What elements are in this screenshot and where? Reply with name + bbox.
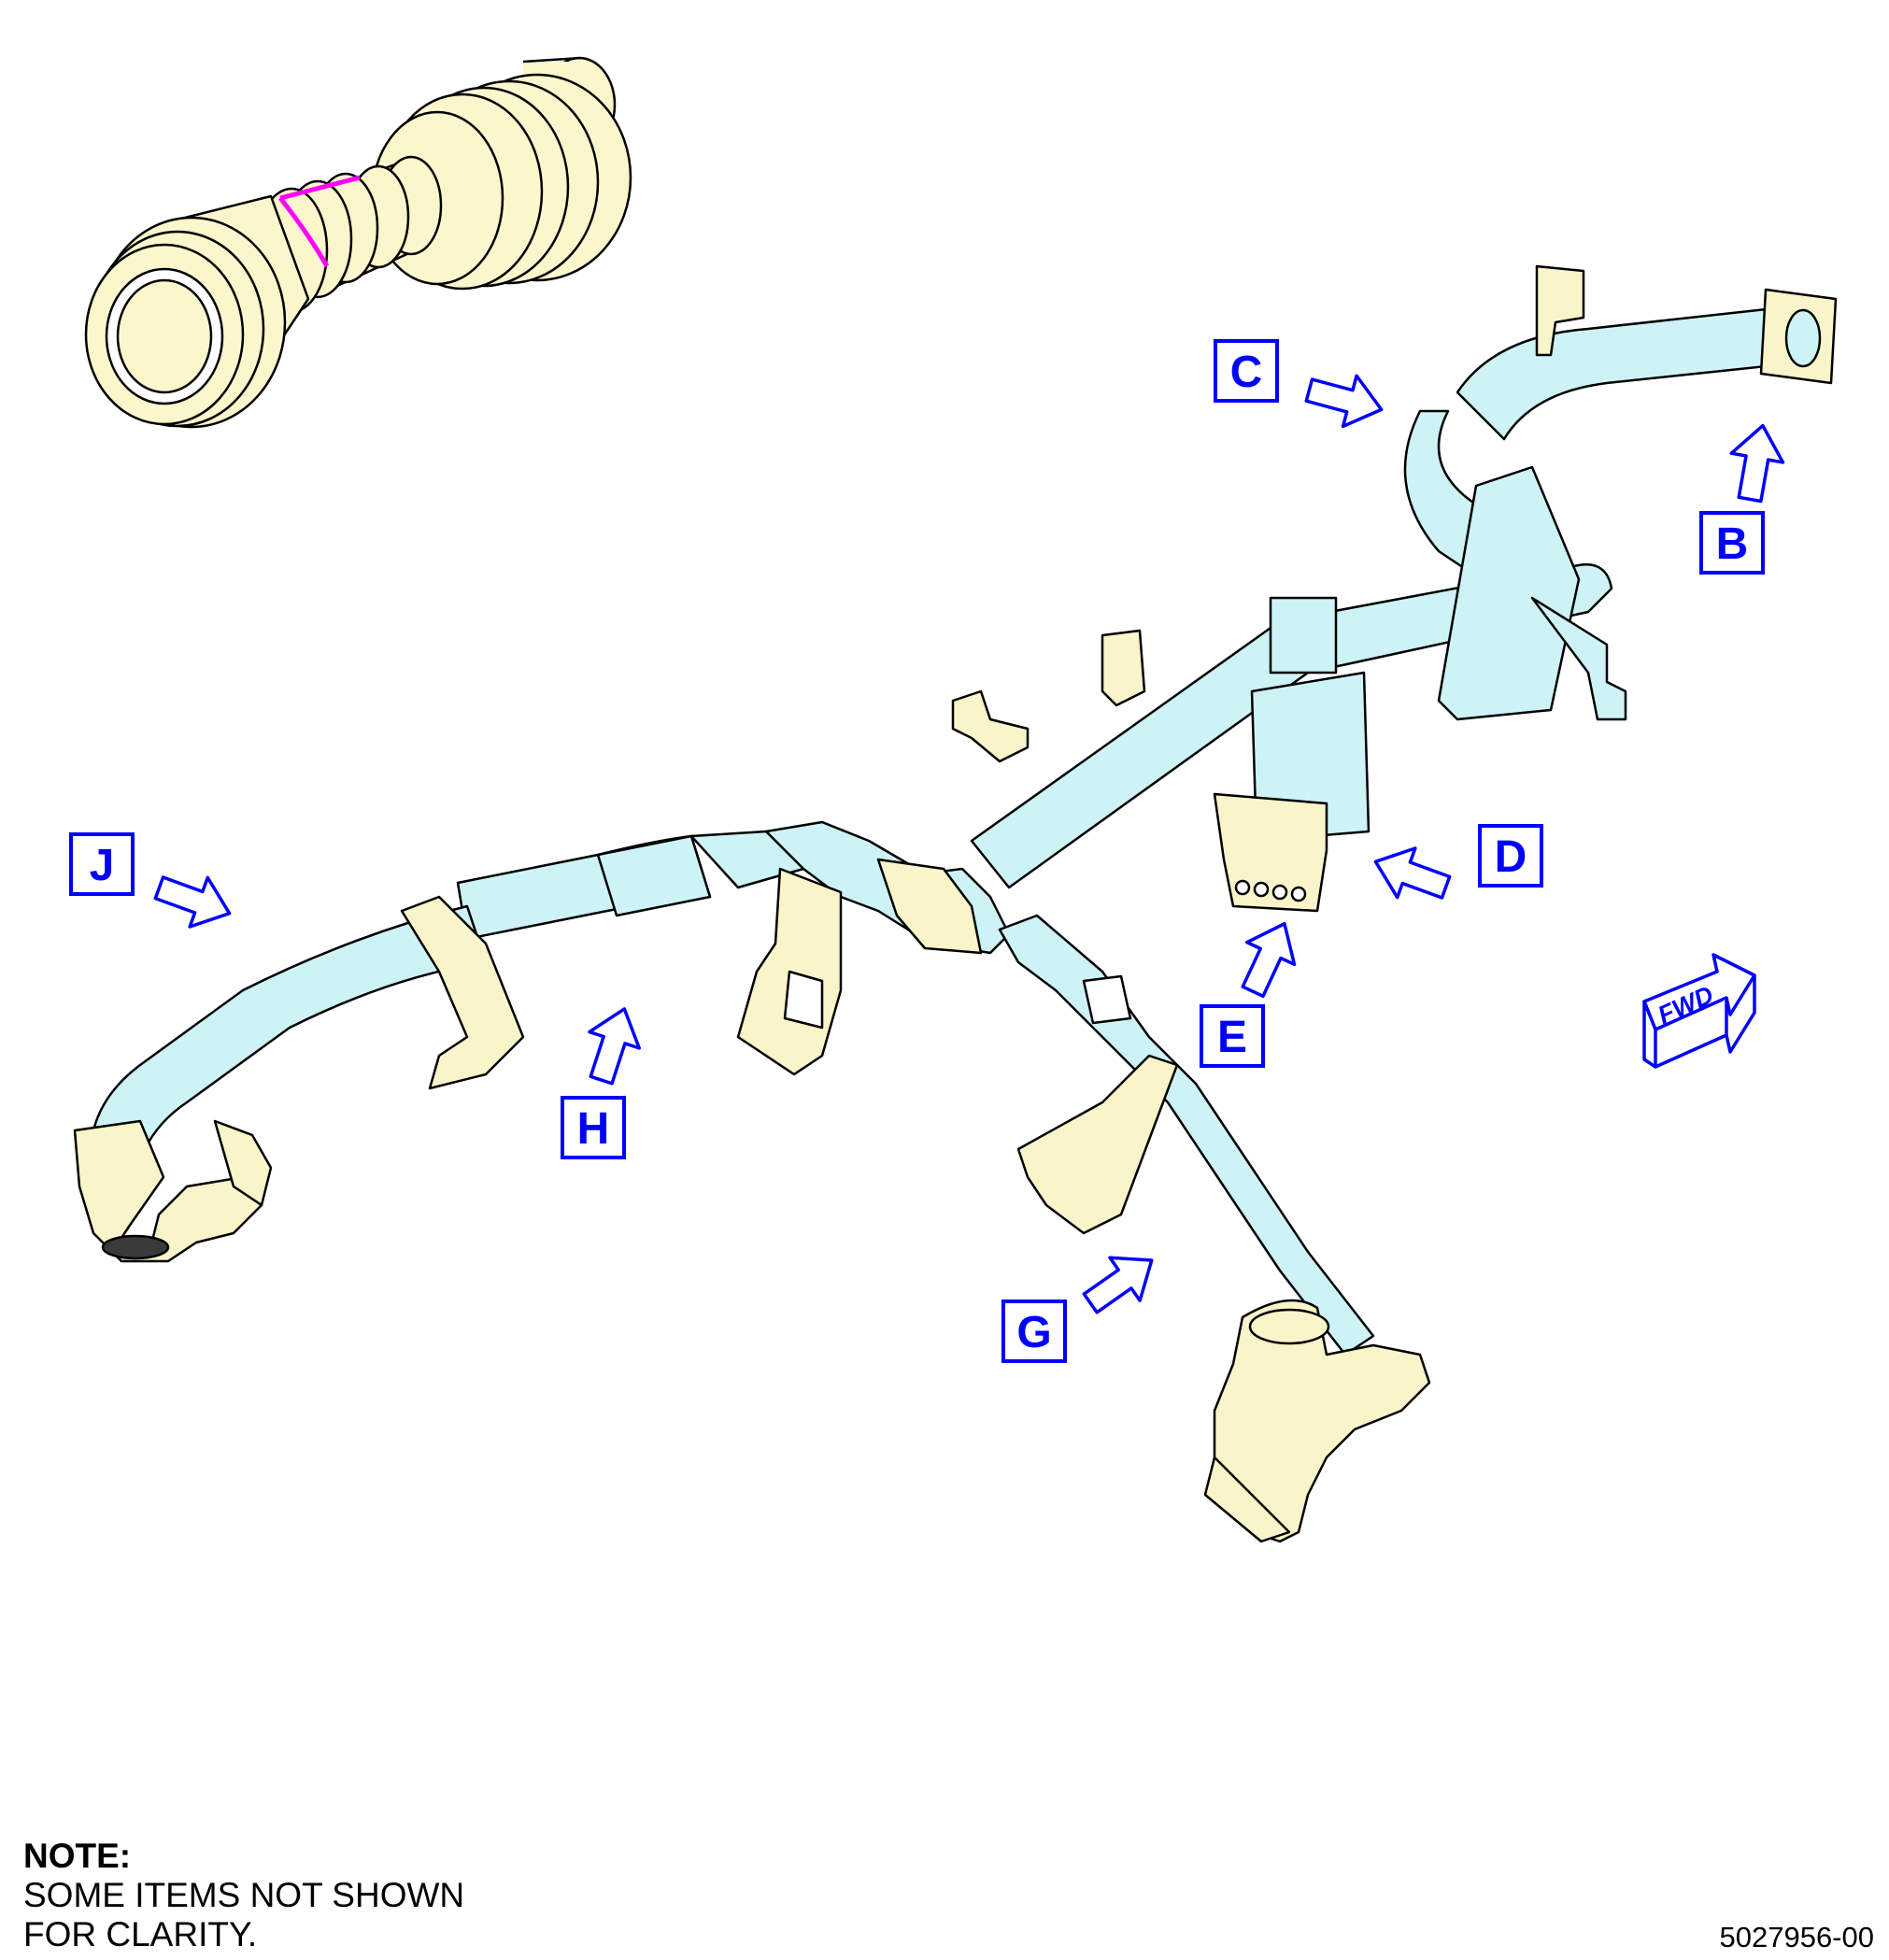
callout-c: C — [1214, 339, 1279, 403]
svg-text:J: J — [90, 841, 115, 890]
bracket-h — [400, 895, 525, 1090]
view-arrow-d — [1373, 846, 1452, 900]
callout-j: J — [69, 832, 135, 896]
callout-g: G — [1001, 1300, 1067, 1363]
view-arrow-g — [1082, 1256, 1154, 1314]
duct-routing — [73, 264, 1838, 1543]
svg-text:G: G — [1016, 1308, 1051, 1357]
support-bracket-right — [1437, 465, 1581, 721]
note-title: NOTE: — [23, 1837, 132, 1875]
svg-text:B: B — [1716, 519, 1749, 569]
note-line-1: SOME ITEMS NOT SHOWN — [23, 1876, 465, 1914]
forward-direction-arrow: FWD — [1642, 953, 1756, 1069]
top-bracket — [1535, 264, 1585, 357]
callout-b: B — [1699, 511, 1765, 575]
svg-text:C: C — [1230, 348, 1263, 397]
svg-text:E: E — [1217, 1013, 1247, 1062]
svg-text:H: H — [577, 1104, 610, 1154]
note-line-2: FOR CLARITY. — [23, 1915, 258, 1953]
callout-h: H — [561, 1096, 626, 1159]
duct-upper-right — [1456, 306, 1786, 441]
location-mark-line — [278, 175, 361, 268]
view-arrow-e — [1241, 921, 1297, 999]
bracket-g — [1016, 1054, 1179, 1235]
svg-text:D: D — [1495, 832, 1527, 882]
callout-d: D — [1478, 824, 1543, 888]
callout-e: E — [1200, 1004, 1265, 1068]
view-arrow-h — [588, 1007, 641, 1086]
figure-number: 5027956-00 — [1719, 1921, 1875, 1953]
note-block: NOTE: SOME ITEMS NOT SHOWN FOR CLARITY. — [23, 1837, 603, 1954]
view-arrow-j — [153, 875, 232, 929]
view-arrow-b — [1729, 423, 1785, 504]
view-arrow-c — [1304, 374, 1384, 429]
engine-locator-view — [84, 56, 632, 429]
